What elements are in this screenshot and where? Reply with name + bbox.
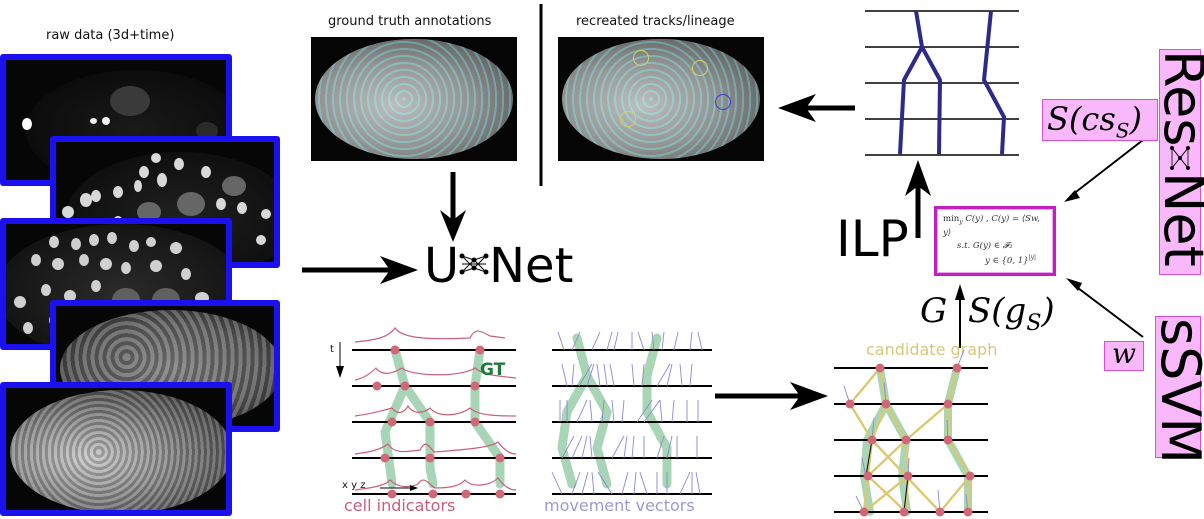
constraint-line: s.t. G(y) ∈ 𝓕₂ — [957, 241, 1013, 252]
unet-label: U Net — [424, 242, 573, 290]
ssvm-box — [1155, 316, 1201, 458]
resnet-left: Res — [1152, 50, 1204, 147]
candidate-graph-plot — [834, 349, 988, 517]
cell-indicators-label: cell indicators — [344, 496, 456, 515]
s-css-box: S(csS) — [1042, 99, 1158, 142]
movement-vectors-label: movement vectors — [544, 496, 695, 515]
network-icon — [1170, 146, 1190, 170]
xyz-arrow-icon — [380, 485, 418, 491]
w-box: w — [1104, 340, 1144, 371]
candidate-graph-label: candidate graph — [866, 340, 998, 359]
resnet-right: Net — [1152, 172, 1204, 267]
recreated-image — [558, 37, 764, 161]
network-icon — [459, 253, 489, 275]
lineage-tracks-plot — [865, 10, 1019, 156]
raw-data-label: raw data (3d+time) — [46, 28, 175, 43]
resnet-box — [1159, 49, 1201, 275]
unet-left: U — [424, 238, 460, 294]
domain-line: y ∈ {0, 1}|y| — [985, 254, 1036, 267]
recreated-label: recreated tracks/lineage — [576, 14, 735, 29]
objective-line: miny C(y) , C(y) = ⟨Sw, y⟩ — [943, 214, 1040, 238]
optimization-box: miny C(y) , C(y) = ⟨Sw, y⟩ s.t. G(y) ∈ 𝓕… — [934, 206, 1056, 276]
ilp-label: ILP — [836, 210, 909, 268]
unet-right: Net — [489, 238, 574, 294]
g-label: G — [920, 291, 948, 331]
gt-label: GT — [480, 360, 506, 380]
s-gs-label: S(gS) — [968, 291, 1055, 336]
axis-xyz-label: x y z — [342, 480, 366, 491]
ground-truth-image — [311, 37, 517, 161]
raw-frame-5 — [0, 382, 232, 516]
axis-t-label: t — [330, 344, 334, 355]
cell-indicators-plot — [336, 326, 517, 499]
ssvm-label: sSVM — [1149, 318, 1204, 464]
movement-vectors-plot — [551, 331, 712, 495]
ground-truth-label: ground truth annotations — [328, 14, 492, 29]
